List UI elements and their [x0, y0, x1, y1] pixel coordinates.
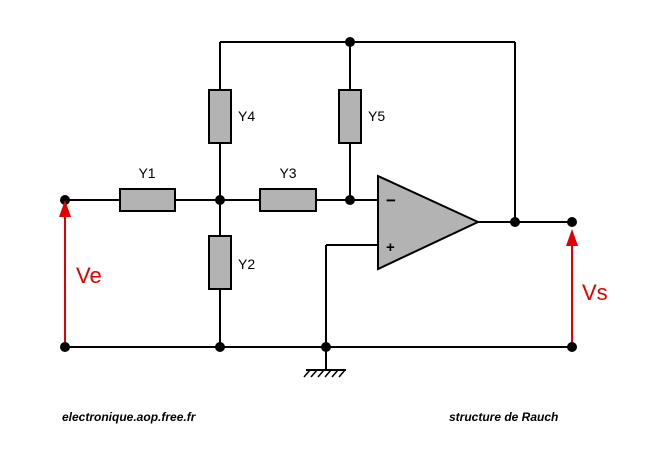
component-y2: [208, 235, 232, 290]
terminal-output: [567, 217, 577, 227]
node-y2-ground: [215, 342, 225, 352]
node-output: [510, 217, 520, 227]
opamp-minus-label: −: [386, 191, 396, 210]
footer-site: electronique.aop.free.fr: [62, 410, 196, 424]
node-plus-ground: [321, 342, 331, 352]
footer-caption: structure de Rauch: [449, 410, 559, 424]
junctions: [60, 37, 577, 352]
arrow-vs: [566, 229, 578, 342]
terminal-output-ground: [567, 342, 577, 352]
node-minus: [345, 195, 355, 205]
node-top: [345, 37, 355, 47]
label-y4: Y4: [238, 108, 255, 124]
node-central: [215, 195, 225, 205]
arrow-ve: [59, 200, 71, 342]
component-y4: [208, 89, 232, 144]
component-y3: [259, 188, 317, 212]
label-ve: Ve: [76, 263, 102, 288]
terminal-input-ground: [60, 342, 70, 352]
label-y2: Y2: [238, 256, 255, 272]
label-y5: Y5: [368, 108, 385, 124]
ground-symbol: [303, 369, 346, 378]
label-y3: Y3: [279, 165, 296, 181]
label-vs: Vs: [582, 280, 608, 305]
wires: [65, 41, 572, 370]
component-y5: [338, 89, 362, 144]
component-y1: [119, 188, 176, 212]
label-y1: Y1: [138, 165, 155, 181]
opamp-triangle: [377, 174, 481, 271]
opamp-plus-label: +: [386, 239, 395, 256]
